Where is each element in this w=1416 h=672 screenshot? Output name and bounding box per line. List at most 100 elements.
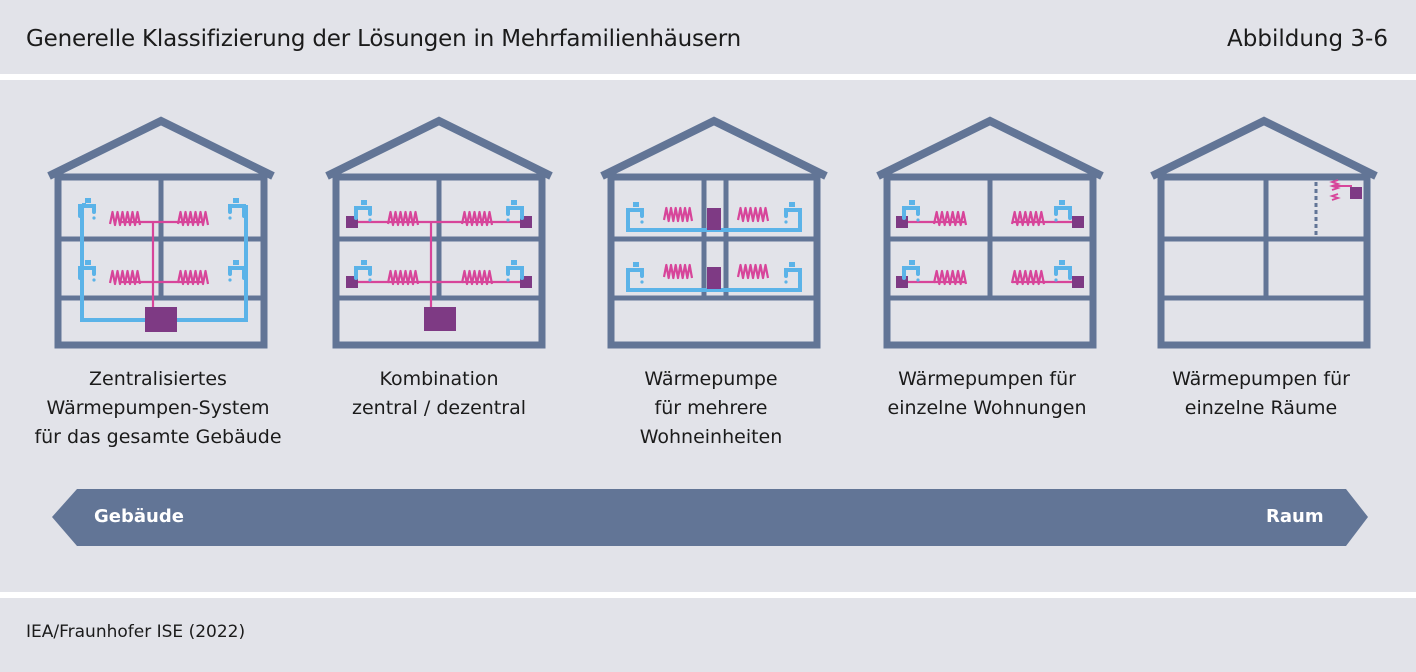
water-drop [368, 278, 372, 282]
caption-line: einzelne Wohnungen [887, 397, 1087, 419]
house-caption-3: Wärmepumpe für mehrere Wohneinheiten [571, 365, 851, 452]
caption-line: Zentralisiertes [89, 368, 227, 390]
tap-handle [511, 260, 517, 265]
water-drop [784, 280, 788, 284]
heat-pump-unit-icon [707, 208, 721, 230]
figure-number: Abbildung 3-6 [1227, 26, 1388, 52]
house-caption-2: Kombination zentral / dezentral [299, 365, 579, 423]
caption-line: zentral / dezentral [351, 397, 526, 419]
water-drop [228, 278, 232, 282]
radiator-icon [460, 269, 494, 286]
radiator-icon [932, 210, 968, 227]
house-icon-central [47, 116, 275, 349]
tap-handle [361, 200, 367, 205]
tap-handle [85, 260, 91, 265]
tap-icon [1054, 200, 1072, 222]
tap-icon [626, 262, 644, 284]
heat-pump-unit-icon [1350, 187, 1362, 199]
tap-handle [633, 262, 639, 267]
tap-spout [784, 268, 802, 282]
caption-line: Wärmepumpen-System [46, 397, 270, 419]
house-roof [876, 116, 1104, 180]
water-pipe [626, 275, 802, 292]
tap-handle [789, 262, 795, 267]
tap-handle [909, 260, 915, 265]
tap-icon [78, 260, 96, 282]
tap-handle [233, 198, 239, 203]
caption-line: einzelne Räume [1184, 397, 1338, 419]
header-separator [0, 74, 1416, 80]
house-caption-1: Zentralisiertes Wärmepumpen-System für d… [18, 365, 298, 452]
caption-line: für das gesamte Gebäude [34, 426, 282, 448]
water-drop [784, 220, 788, 224]
tap-icon [228, 198, 246, 220]
arrow-left-label: Gebäude [94, 506, 184, 527]
heat-pump-unit-icon [145, 307, 177, 332]
tap-spout [78, 204, 96, 218]
caption-line: Wärmepumpen für [1172, 368, 1350, 390]
radiator-icon [662, 206, 694, 223]
radiator-icon [108, 210, 142, 227]
radiator-icon [460, 210, 494, 227]
double-arrow-icon [52, 489, 1368, 546]
radiator-icon [1010, 269, 1046, 286]
tap-handle [789, 202, 795, 207]
tap-icon [506, 260, 524, 282]
diagram-area [0, 80, 1416, 592]
water-drop [228, 216, 232, 220]
tap-spout [626, 268, 644, 282]
house-icon-combination [325, 116, 553, 349]
tap-spout [784, 208, 802, 222]
house-roof [600, 116, 828, 180]
house-icon-apartment [876, 116, 1104, 349]
tap-spout [902, 266, 920, 280]
caption-line: Wärmepumpen für [898, 368, 1076, 390]
radiator-icon [176, 210, 210, 227]
house-roof [325, 116, 553, 180]
tap-icon [626, 202, 644, 224]
radiator-icon [386, 210, 420, 227]
tap-spout [354, 206, 372, 220]
radiator-icon [736, 263, 770, 280]
heat-pump-unit-icon [424, 307, 456, 331]
tap-handle [233, 260, 239, 265]
tap-handle [909, 200, 915, 205]
tap-spout [354, 266, 372, 280]
tap-handle [85, 198, 91, 203]
house-roof [1150, 116, 1378, 180]
tap-icon [902, 260, 920, 282]
radiator-icon [1329, 179, 1341, 201]
heat-pump-unit-icon [1072, 216, 1084, 228]
caption-line: Kombination [379, 368, 499, 390]
house-icon-multi-unit [600, 116, 828, 349]
caption-line: Wärmepumpe [644, 368, 778, 390]
heat-pump-unit-icon [1072, 276, 1084, 288]
radiator-icon [662, 263, 694, 280]
radiator-icon [1010, 210, 1046, 227]
tap-handle [1059, 260, 1065, 265]
tap-icon [354, 260, 372, 282]
tap-icon [354, 200, 372, 222]
water-drop [368, 218, 372, 222]
tap-spout [1054, 266, 1072, 280]
tap-spout [228, 204, 246, 218]
water-drop [1054, 278, 1058, 282]
house-wall [607, 173, 821, 349]
tap-handle [1059, 200, 1065, 205]
radiator-icon [108, 269, 142, 286]
tap-icon [1054, 260, 1072, 282]
tap-icon [784, 262, 802, 284]
tap-spout [78, 266, 96, 280]
water-drop [640, 280, 644, 284]
water-drop [92, 216, 96, 220]
source-note: IEA/Fraunhofer ISE (2022) [26, 622, 246, 642]
footer-separator [0, 592, 1416, 598]
water-drop [1054, 218, 1058, 222]
tap-spout [506, 206, 524, 220]
water-drop [506, 218, 510, 222]
water-drop [506, 278, 510, 282]
tap-spout [228, 266, 246, 280]
figure-title: Generelle Klassifizierung der Lösungen i… [26, 26, 741, 52]
radiator-icon [386, 269, 420, 286]
water-drop [92, 278, 96, 282]
